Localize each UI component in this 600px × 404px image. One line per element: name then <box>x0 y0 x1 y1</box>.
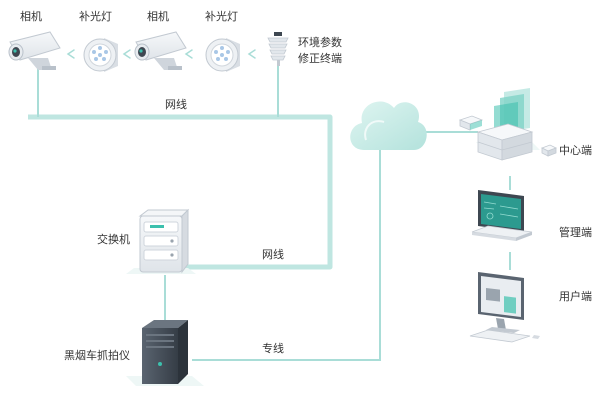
network-bus-line <box>28 114 333 270</box>
arrow-icon <box>66 49 256 59</box>
user-computer-icon <box>469 272 540 343</box>
network-top-label: 网线 <box>165 98 187 111</box>
fill-light-2-label: 补光灯 <box>205 10 238 23</box>
fill-light-1-label: 补光灯 <box>79 10 112 23</box>
capture-device-label: 黑烟车抓拍仪 <box>64 349 130 362</box>
weather-station-icon <box>267 32 289 66</box>
data-center-icon <box>458 88 557 161</box>
network-mid-label: 网线 <box>262 248 284 261</box>
management-monitor-icon <box>471 190 533 241</box>
env-terminal-label: 环境参数 修正终端 <box>298 36 342 65</box>
fill-light-icon <box>205 38 240 72</box>
user-label: 用户端 <box>559 290 592 303</box>
camera-2-label: 相机 <box>147 10 169 23</box>
center-label: 中心端 <box>559 144 592 157</box>
dedicated-line <box>192 145 381 361</box>
dedicated-line-label: 专线 <box>262 342 284 355</box>
camera-1-label: 相机 <box>20 10 42 23</box>
connection-lines <box>28 49 511 361</box>
switch-label: 交换机 <box>97 233 130 246</box>
switch-icon <box>126 208 196 274</box>
fill-light-icon <box>83 38 118 72</box>
server-tower-icon <box>126 320 204 386</box>
cloud-icon <box>350 101 427 150</box>
camera-icon <box>8 31 61 70</box>
camera-icon <box>134 31 187 70</box>
management-label: 管理端 <box>559 226 592 239</box>
